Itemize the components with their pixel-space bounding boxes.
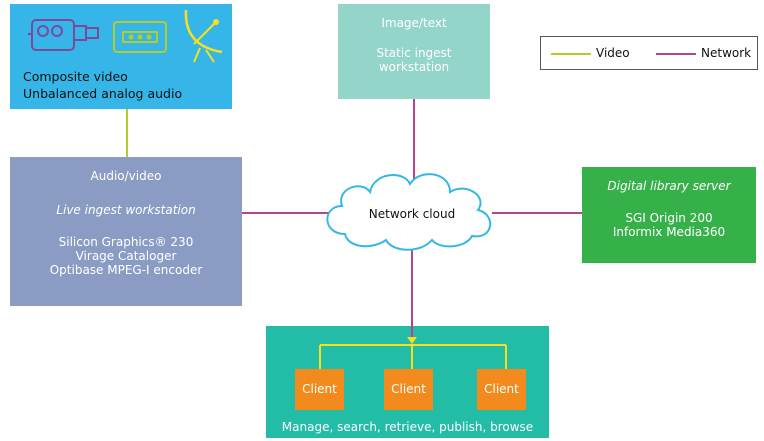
live-heading: Audio/video — [90, 169, 162, 183]
satellite-dish-icon — [184, 9, 223, 63]
network-cloud-label: Network cloud — [368, 207, 456, 221]
library-heading: Digital library server — [607, 179, 731, 193]
live-subtitle: Live ingest workstation — [56, 203, 196, 217]
live-line-3: Optibase MPEG-I encoder — [49, 263, 203, 277]
static-heading: Image/text — [381, 16, 447, 30]
cassette-tape-icon — [113, 21, 167, 53]
static-line-2: workstation — [378, 60, 450, 74]
client-node-1: Client — [295, 369, 344, 410]
live-line-1: Silicon Graphics® 230 — [58, 235, 194, 249]
video-camera-icon — [28, 19, 99, 51]
legend-network-swatch — [656, 53, 696, 55]
legend-video-swatch — [551, 53, 591, 55]
static-ingest-box: Image/text Static ingest workstation — [338, 4, 490, 99]
client-node-3: Client — [477, 369, 526, 410]
source-line-2: Unbalanced analog audio — [23, 86, 183, 101]
library-line-2: Informix Media360 — [612, 225, 726, 239]
client-node-2: Client — [384, 369, 433, 410]
live-line-2: Virage Cataloger — [75, 249, 177, 263]
video-sources-box: Composite video Unbalanced analog audio — [10, 4, 232, 109]
static-line-1: Static ingest — [376, 46, 452, 60]
legend-network-label: Network — [701, 46, 752, 60]
library-line-1: SGI Origin 200 — [625, 211, 713, 225]
source-line-1: Composite video — [23, 69, 128, 84]
legend-video-label: Video — [596, 46, 630, 60]
source-description: Composite video Unbalanced analog audio — [23, 68, 182, 102]
source-icons — [28, 9, 223, 63]
legend: Video Network — [540, 36, 758, 70]
live-ingest-box: Audio/video Live ingest workstation Sili… — [10, 157, 242, 306]
digital-library-box: Digital library server SGI Origin 200 In… — [582, 167, 756, 263]
clients-caption: Manage, search, retrieve, publish, brows… — [281, 420, 534, 434]
